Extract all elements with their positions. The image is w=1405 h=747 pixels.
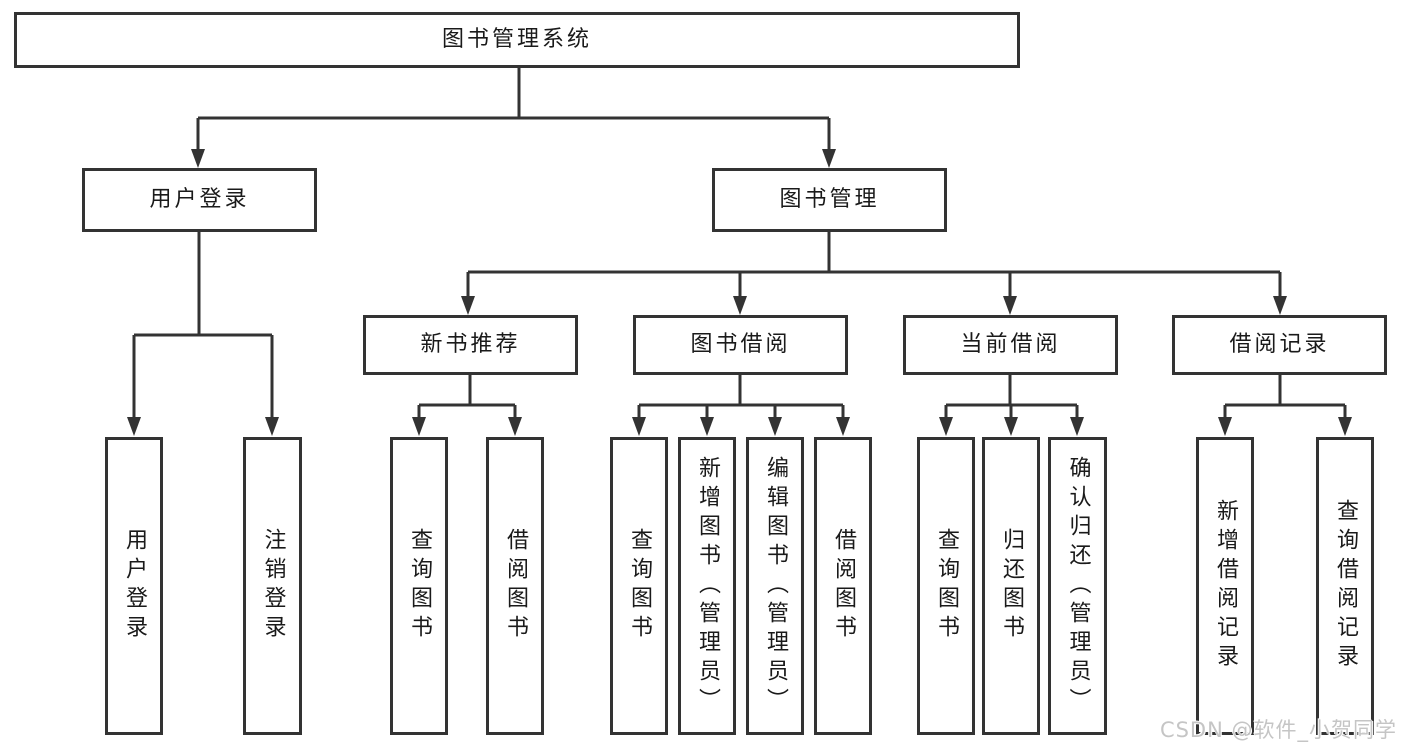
node-user-login: 用户登录 (82, 168, 317, 232)
node-book-borrowing: 图书借阅 (633, 315, 848, 375)
node-query-borrow-record: 查询借阅记录 (1316, 437, 1374, 735)
node-label: 新书推荐 (420, 332, 521, 357)
node-borrow-books-recommend: 借阅图书 (486, 437, 544, 735)
node-user-login-leaf: 用户登录 (105, 437, 163, 735)
node-book-management: 图书管理 (712, 168, 947, 232)
node-label: 新增图书（管理员） (695, 455, 720, 717)
node-edit-book-admin: 编辑图书（管理员） (746, 437, 804, 735)
node-new-book-recommendation: 新书推荐 (363, 315, 578, 375)
node-library-system-root: 图书管理系统 (14, 12, 1020, 68)
node-label: 注销登录 (260, 528, 286, 644)
node-label: 图书借阅 (690, 332, 791, 357)
node-add-book-admin: 新增图书（管理员） (678, 437, 736, 735)
node-label: 用户登录 (122, 528, 147, 644)
node-label: 借阅记录 (1229, 332, 1330, 357)
node-label: 新增借阅记录 (1213, 499, 1238, 673)
node-logout-leaf: 注销登录 (243, 437, 302, 735)
node-borrow-books-leaf: 借阅图书 (814, 437, 872, 735)
node-label: 确认归还（管理员） (1065, 455, 1091, 717)
node-label: 图书管理 (779, 187, 880, 212)
node-label: 用户登录 (149, 187, 250, 212)
connector-paths (132, 68, 1347, 418)
node-confirm-return-admin: 确认归还（管理员） (1048, 437, 1107, 735)
node-borrowing-records: 借阅记录 (1172, 315, 1387, 375)
node-return-books: 归还图书 (982, 437, 1040, 735)
node-label: 图书管理系统 (441, 27, 592, 52)
node-label: 当前借阅 (960, 332, 1061, 357)
watermark: CSDN @软件_小贺同学 (1159, 718, 1397, 742)
node-add-borrow-record: 新增借阅记录 (1196, 437, 1254, 735)
node-label: 查询图书 (407, 528, 432, 644)
node-label: 借阅图书 (503, 528, 528, 644)
node-label: 查询图书 (627, 528, 652, 644)
node-query-books-current: 查询图书 (917, 437, 975, 735)
node-query-books-borrow: 查询图书 (610, 437, 668, 735)
node-label: 借阅图书 (831, 528, 856, 644)
node-query-books-recommend: 查询图书 (390, 437, 448, 735)
node-label: 查询图书 (934, 528, 959, 644)
node-label: 归还图书 (999, 528, 1024, 644)
node-label: 编辑图书（管理员） (763, 455, 788, 717)
node-label: 查询借阅记录 (1333, 499, 1358, 673)
node-current-borrowing: 当前借阅 (903, 315, 1118, 375)
arrowhead-icons (127, 149, 1352, 436)
